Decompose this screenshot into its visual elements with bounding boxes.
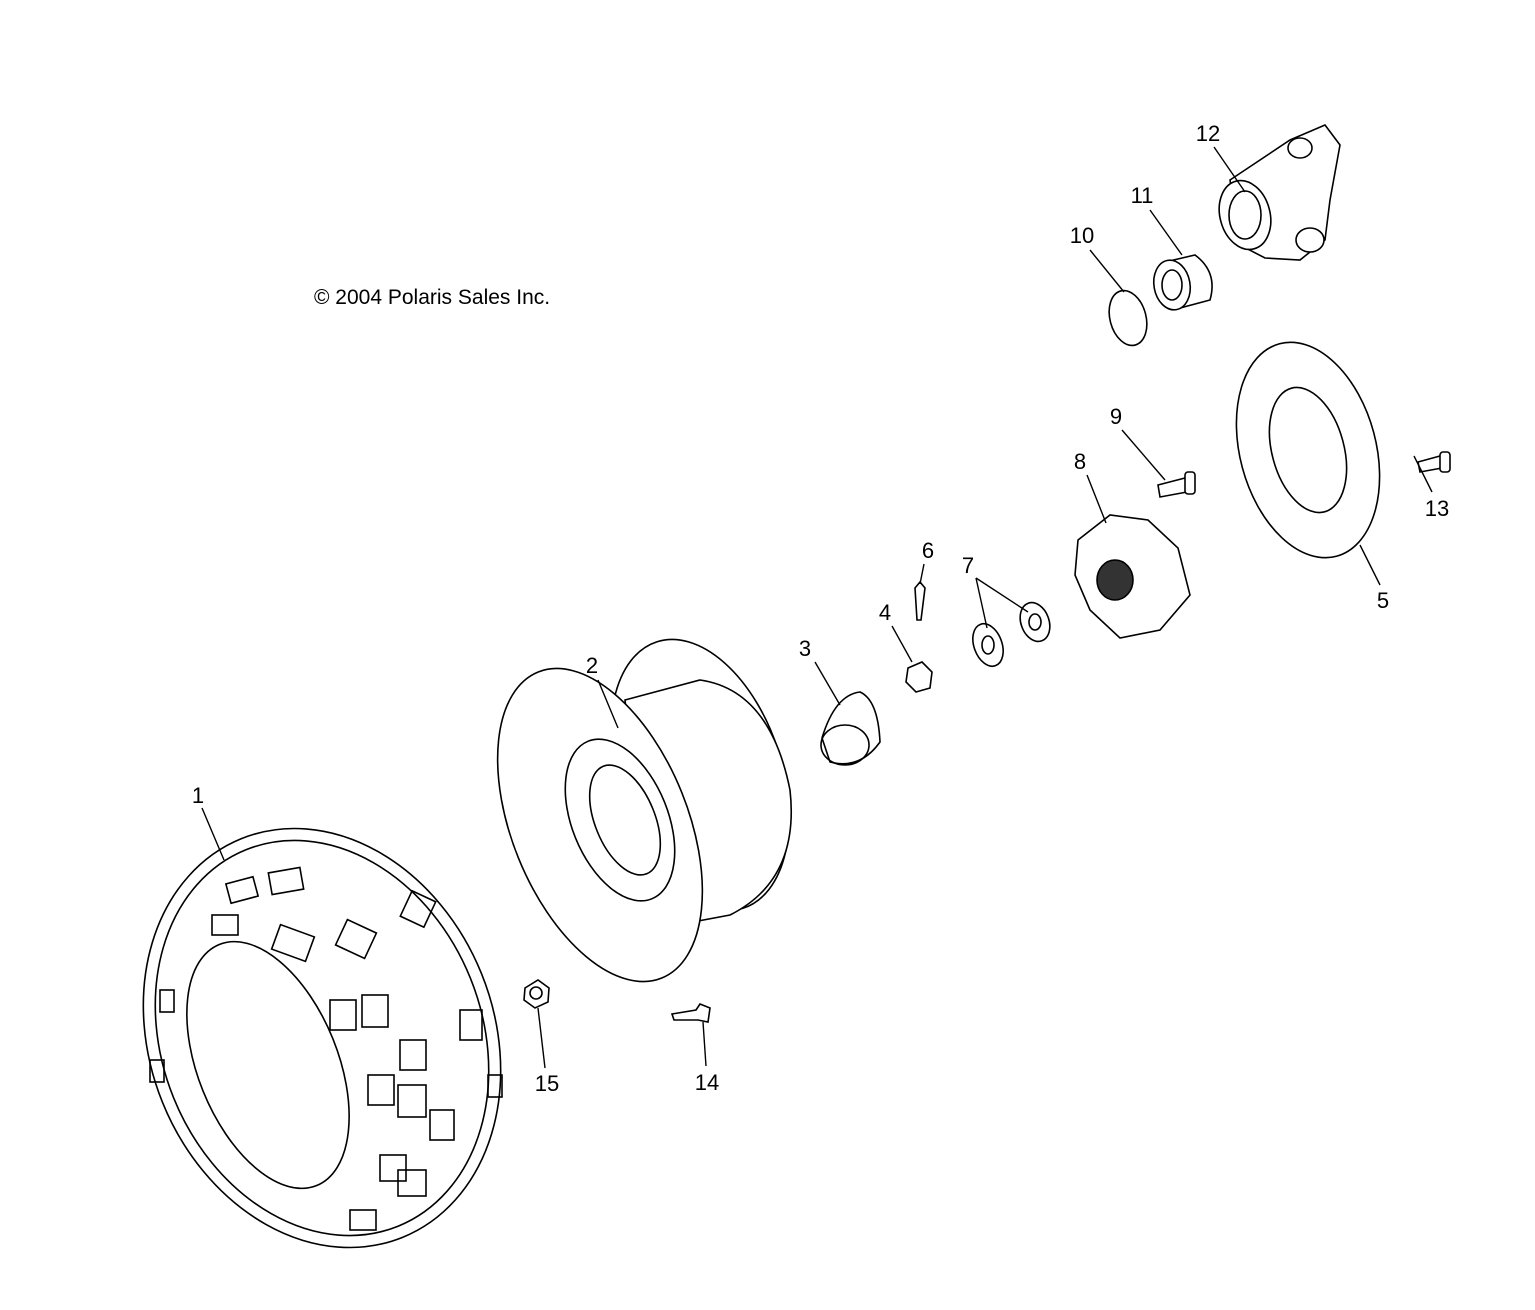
callout-12: 12 [1196, 121, 1220, 146]
copyright-text: © 2004 Polaris Sales Inc. [314, 286, 551, 309]
callout-8: 8 [1074, 449, 1086, 474]
callout-7: 7 [962, 553, 974, 578]
valve-stem [670, 1003, 711, 1023]
callout-15: 15 [535, 1071, 559, 1096]
bearing [1152, 254, 1213, 311]
lug-nut [523, 979, 550, 1009]
washers [972, 601, 1051, 668]
callout-4: 4 [879, 600, 891, 625]
callout-1: 1 [192, 783, 204, 808]
callout-3: 3 [799, 636, 811, 661]
callout-2: 2 [586, 653, 598, 678]
callout-9: 9 [1110, 404, 1122, 429]
cotter-pin [914, 580, 926, 621]
brake-disc [1235, 341, 1381, 559]
castle-nut [905, 661, 933, 693]
leader-lines [201, 146, 1433, 1069]
tire [142, 827, 503, 1249]
callout-6: 6 [922, 538, 934, 563]
callout-5: 5 [1377, 588, 1389, 613]
callout-11: 11 [1131, 183, 1154, 208]
callout-14: 14 [695, 1070, 719, 1095]
hub-bolt [1157, 471, 1196, 498]
callout-13: 13 [1425, 496, 1449, 521]
bearing-carrier [1218, 124, 1341, 261]
hub-cap [820, 691, 881, 766]
retaining-ring [1108, 289, 1148, 347]
callout-10: 10 [1070, 223, 1094, 248]
wheel-hub [1074, 514, 1191, 639]
disc-bolt [1417, 451, 1451, 473]
wheel [496, 638, 792, 983]
